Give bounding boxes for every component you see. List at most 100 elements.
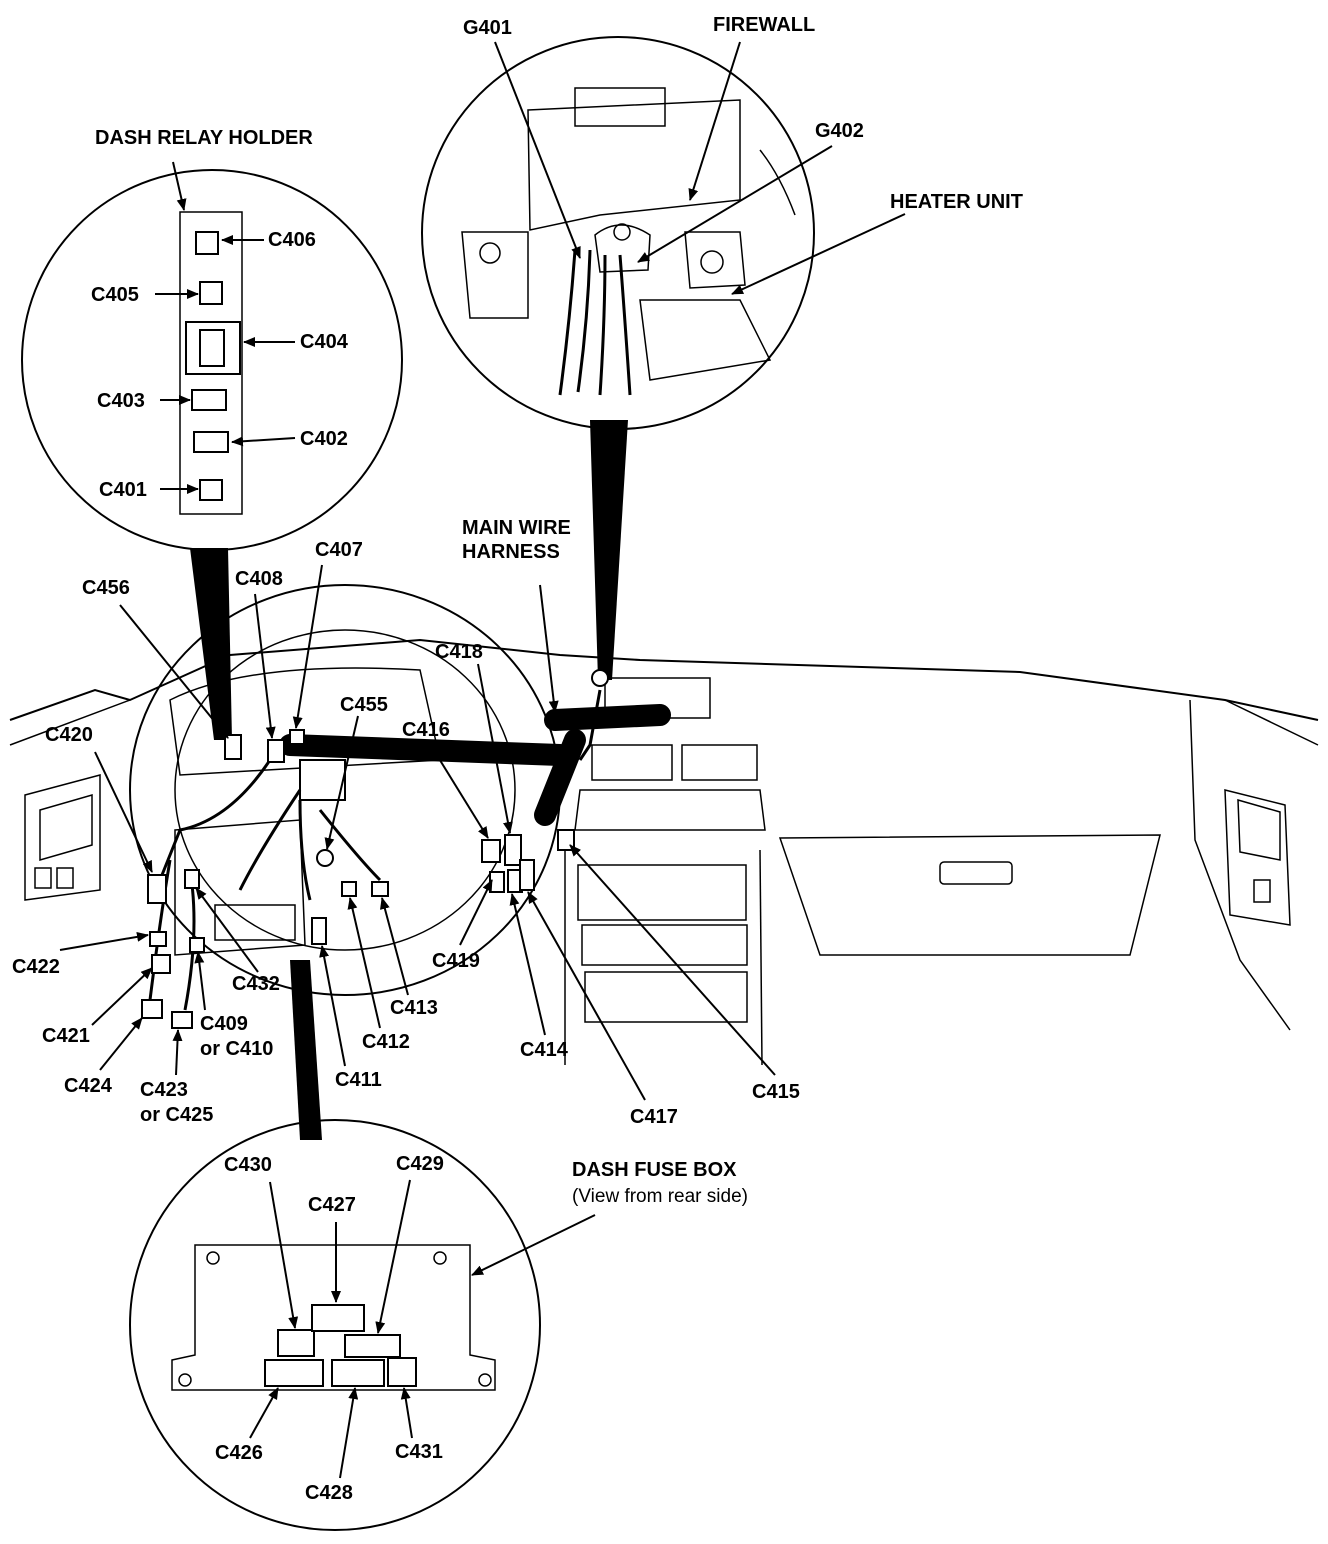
arrow-firewall bbox=[688, 41, 741, 201]
arrow-c419 bbox=[459, 879, 493, 946]
label-c411: C411 bbox=[335, 1069, 382, 1091]
block-c411 bbox=[311, 917, 327, 945]
firewall-circle bbox=[421, 36, 815, 430]
label-c426: C426 bbox=[215, 1442, 263, 1464]
fuse-c428-shape bbox=[331, 1359, 385, 1387]
arrow-c420 bbox=[94, 751, 153, 873]
fuse-box-hole-2 bbox=[433, 1251, 447, 1265]
connector-c404-inner bbox=[199, 329, 225, 367]
ground-bolt bbox=[613, 223, 631, 241]
firewall-view: G401 FIREWALL G402 HEATER UNIT bbox=[421, 14, 1023, 680]
connector-c401-shape bbox=[199, 479, 223, 501]
connector-c405-shape bbox=[199, 281, 223, 305]
block-c408 bbox=[267, 739, 285, 763]
ground-wire bbox=[578, 689, 602, 761]
label-c423: C423 bbox=[140, 1079, 188, 1101]
main-harness-drop bbox=[534, 729, 586, 826]
fuse-box-plate bbox=[171, 1244, 496, 1391]
label-or-c410: or C410 bbox=[200, 1038, 273, 1060]
label-c401: C401 bbox=[99, 479, 147, 501]
label-c415: C415 bbox=[752, 1081, 800, 1103]
harness-center-branch bbox=[318, 809, 382, 882]
label-heater-unit: HEATER UNIT bbox=[890, 191, 1023, 213]
label-c404: C404 bbox=[300, 331, 349, 353]
relay-holder-panel bbox=[179, 211, 243, 515]
arrow-c424 bbox=[99, 1017, 143, 1071]
arrow-harness bbox=[539, 584, 559, 713]
label-g402: G402 bbox=[815, 120, 864, 142]
center-vent-left bbox=[591, 744, 673, 781]
arrow-c423 bbox=[172, 1029, 183, 1076]
label-c408: C408 bbox=[235, 568, 283, 590]
fuse-c429-shape bbox=[344, 1334, 401, 1358]
label-c407: C407 bbox=[315, 539, 363, 561]
arrow-c402 bbox=[231, 436, 296, 447]
block-c424 bbox=[141, 999, 163, 1019]
left-bracket bbox=[461, 231, 529, 319]
label-c406: C406 bbox=[268, 229, 316, 251]
wire-3 bbox=[598, 254, 607, 396]
label-c422: C422 bbox=[12, 956, 60, 978]
label-c416: C416 bbox=[402, 719, 450, 741]
label-c420: C420 bbox=[45, 724, 93, 746]
glove-box bbox=[778, 834, 1161, 956]
wire-1 bbox=[558, 249, 577, 396]
fuse-c430-shape bbox=[277, 1329, 315, 1357]
fuse-box-subtitle: (View from rear side) bbox=[572, 1186, 748, 1207]
fuse-box-hole-3 bbox=[178, 1373, 192, 1387]
harness-lower-branch bbox=[238, 789, 302, 891]
arrow-c416 bbox=[429, 743, 489, 839]
label-c405: C405 bbox=[91, 284, 139, 306]
block-c456 bbox=[224, 734, 242, 760]
control-slot bbox=[581, 924, 748, 966]
right-bracket bbox=[684, 231, 746, 289]
heater-unit-shape bbox=[639, 299, 772, 381]
label-c409: C409 bbox=[200, 1013, 248, 1035]
arrow-heater-unit bbox=[731, 213, 906, 295]
glove-box-handle bbox=[939, 861, 1013, 885]
radio-slot bbox=[577, 864, 747, 921]
fuse-box-title: DASH FUSE BOX bbox=[572, 1159, 737, 1181]
arrow-c428 bbox=[339, 1387, 359, 1479]
cowl-curve bbox=[759, 149, 796, 216]
center-bezel bbox=[574, 789, 766, 831]
arrow-c431 bbox=[400, 1387, 413, 1439]
label-c432: C432 bbox=[232, 973, 280, 995]
label-c413: C413 bbox=[390, 997, 438, 1019]
arrow-c417 bbox=[527, 891, 646, 1101]
fuse-box-hole-1 bbox=[206, 1251, 220, 1265]
right-vent-knob bbox=[1253, 879, 1271, 903]
firewall-panel bbox=[527, 99, 741, 231]
label-c455: C455 bbox=[340, 694, 388, 716]
label-or-c425: or C425 bbox=[140, 1104, 213, 1126]
block-c420 bbox=[147, 874, 167, 904]
horn-pad bbox=[299, 759, 346, 801]
block-c432 bbox=[184, 869, 200, 889]
arrow-c415 bbox=[569, 844, 776, 1076]
right-dash-side bbox=[1189, 699, 1291, 1031]
left-vent bbox=[24, 774, 101, 901]
label-g401: G401 bbox=[463, 17, 512, 39]
label-c402: C402 bbox=[300, 428, 348, 450]
label-c428: C428 bbox=[305, 1482, 353, 1504]
label-c418: C418 bbox=[435, 641, 483, 663]
arrow-c409 bbox=[194, 951, 206, 1011]
arrow-c421 bbox=[91, 967, 153, 1026]
harness-left-drop bbox=[148, 859, 172, 1001]
block-c416 bbox=[481, 839, 501, 863]
firewall-block bbox=[574, 87, 666, 127]
arrow-c430 bbox=[269, 1181, 299, 1329]
arrow-c411 bbox=[319, 945, 346, 1067]
connector-c403-shape bbox=[191, 389, 227, 411]
dash-top-line bbox=[9, 638, 1319, 721]
block-c418 bbox=[504, 834, 522, 866]
console-right bbox=[759, 849, 763, 1066]
relay-holder-title: DASH RELAY HOLDER bbox=[95, 127, 313, 149]
arrow-c407 bbox=[292, 564, 323, 729]
fuse-c426-shape bbox=[264, 1359, 324, 1387]
block-c421 bbox=[151, 954, 171, 974]
arrow-c432 bbox=[195, 887, 259, 973]
relay-holder-leader bbox=[190, 548, 232, 740]
wire-4 bbox=[618, 254, 632, 396]
